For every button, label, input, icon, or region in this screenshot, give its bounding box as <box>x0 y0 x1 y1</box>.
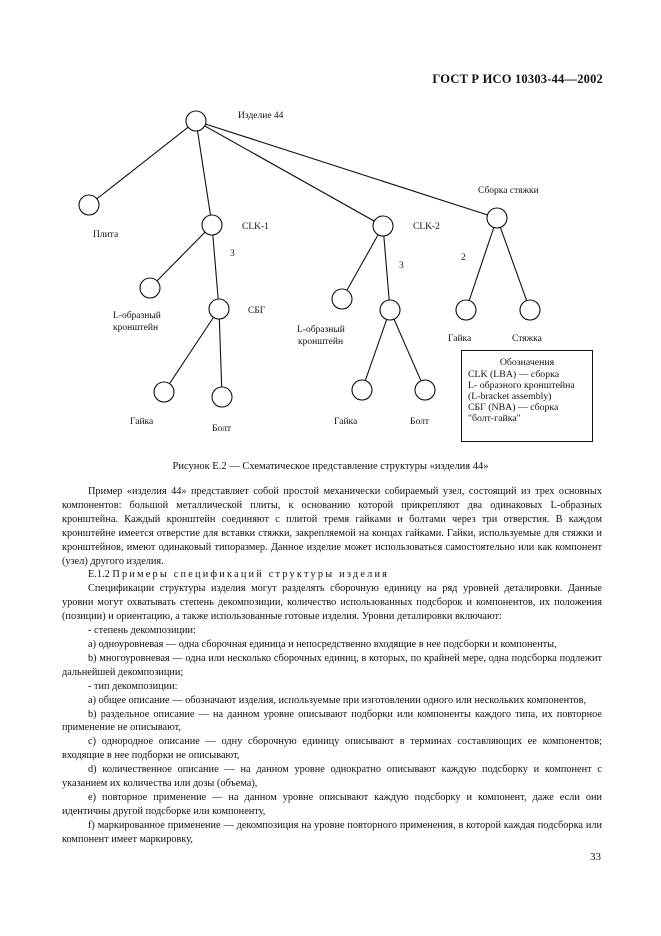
legend-line-3: (L-bracket assembly) <box>468 391 552 402</box>
standard-header: ГОСТ Р ИСО 10303-44—2002 <box>432 72 603 86</box>
node-sbg2 <box>379 299 401 321</box>
label-clk1: CLK-1 <box>242 222 269 232</box>
legend-line-1: CLK (LBA) — сборка <box>468 369 560 380</box>
label-qty-1: 3 <box>230 249 235 259</box>
label-bolt-2: Болт <box>410 417 430 427</box>
node-nut3 <box>455 299 477 321</box>
list-item: - тип декомпозиции: <box>88 680 178 692</box>
list-item: d) количественное описание — на данном у… <box>62 764 602 790</box>
body-text: Пример «изделия 44» представляет собой п… <box>62 485 602 847</box>
list-item: е) повторное применение — на данном уров… <box>62 791 602 817</box>
node-root <box>185 110 207 132</box>
label-clk2: CLK-2 <box>413 222 440 232</box>
section-number: Е.1.2 <box>88 569 110 581</box>
section-title: Примеры спецификаций структуры изделия <box>112 569 390 581</box>
label-bracket2-line2: кронштейн <box>298 336 343 347</box>
legend-line-5: "болт-гайка" <box>468 413 521 424</box>
legend-box: Обозначения CLK (LBA) — сборка L- образн… <box>461 350 593 442</box>
tree-edges <box>88 120 531 398</box>
node-clk2 <box>372 215 394 237</box>
label-nut-1: Гайка <box>130 416 154 427</box>
label-nut-3: Гайка <box>448 333 472 344</box>
list-item: а) одноуровневая — одна сборочная единиц… <box>88 638 557 650</box>
label-sbg: СБГ <box>248 306 266 316</box>
node-assembly <box>486 207 508 229</box>
label-bracket1-line1: L-образный <box>113 310 161 321</box>
node-bolt1 <box>211 386 233 408</box>
label-qty-2: 3 <box>399 261 404 271</box>
label-qty-3: 2 <box>461 253 466 263</box>
list-item: а) общее описание — обозначают изделия, … <box>88 694 587 706</box>
node-sbg1 <box>208 298 230 320</box>
paragraph-intro: Пример «изделия 44» представляет собой п… <box>62 486 602 567</box>
node-tie <box>519 299 541 321</box>
list-item: b) многоуровневая — одна или несколько с… <box>62 652 602 678</box>
section-heading: Е.1.2 Примеры спецификаций структуры изд… <box>62 568 602 582</box>
label-bolt-1: Болт <box>212 424 232 434</box>
paragraph-spec: Спецификации структуры изделия могут раз… <box>62 583 602 623</box>
page-number: 33 <box>590 851 601 863</box>
legend-title: Обозначения <box>499 357 555 368</box>
label-bracket2-line1: L-образный <box>297 324 345 335</box>
list-item: f) маркированное применение — декомпозиц… <box>62 819 602 845</box>
node-nut1 <box>153 381 175 403</box>
label-bracket1-line2: кронштейн <box>113 322 158 333</box>
node-bracket2 <box>331 288 353 310</box>
list-item: - степень декомпозиции: <box>88 625 196 637</box>
label-root: Изделие 44 <box>238 111 284 121</box>
node-nut2 <box>351 379 373 401</box>
node-bolt2 <box>414 379 436 401</box>
node-plate <box>78 194 100 216</box>
legend-line-4: СБГ (NBA) — сборка <box>468 402 559 413</box>
list-item: b) раздельное описание — на данном уровн… <box>62 708 602 734</box>
label-nut-2: Гайка <box>334 416 358 427</box>
structure-diagram: Изделие 44 Плита CLK-1 CLK-2 Сборка стяж… <box>78 110 543 434</box>
figure-caption: Рисунок Е.2 — Схематическое представлени… <box>172 461 489 472</box>
list-item: с) однородное описание — одну сборочную … <box>62 736 602 762</box>
label-plate: Плита <box>93 230 119 240</box>
node-bracket1 <box>139 277 161 299</box>
label-tie: Стяжка <box>512 334 543 344</box>
node-clk1 <box>201 214 223 236</box>
legend-line-2: L- образного кронштейна <box>468 380 575 391</box>
label-assembly: Сборка стяжки <box>478 185 539 196</box>
